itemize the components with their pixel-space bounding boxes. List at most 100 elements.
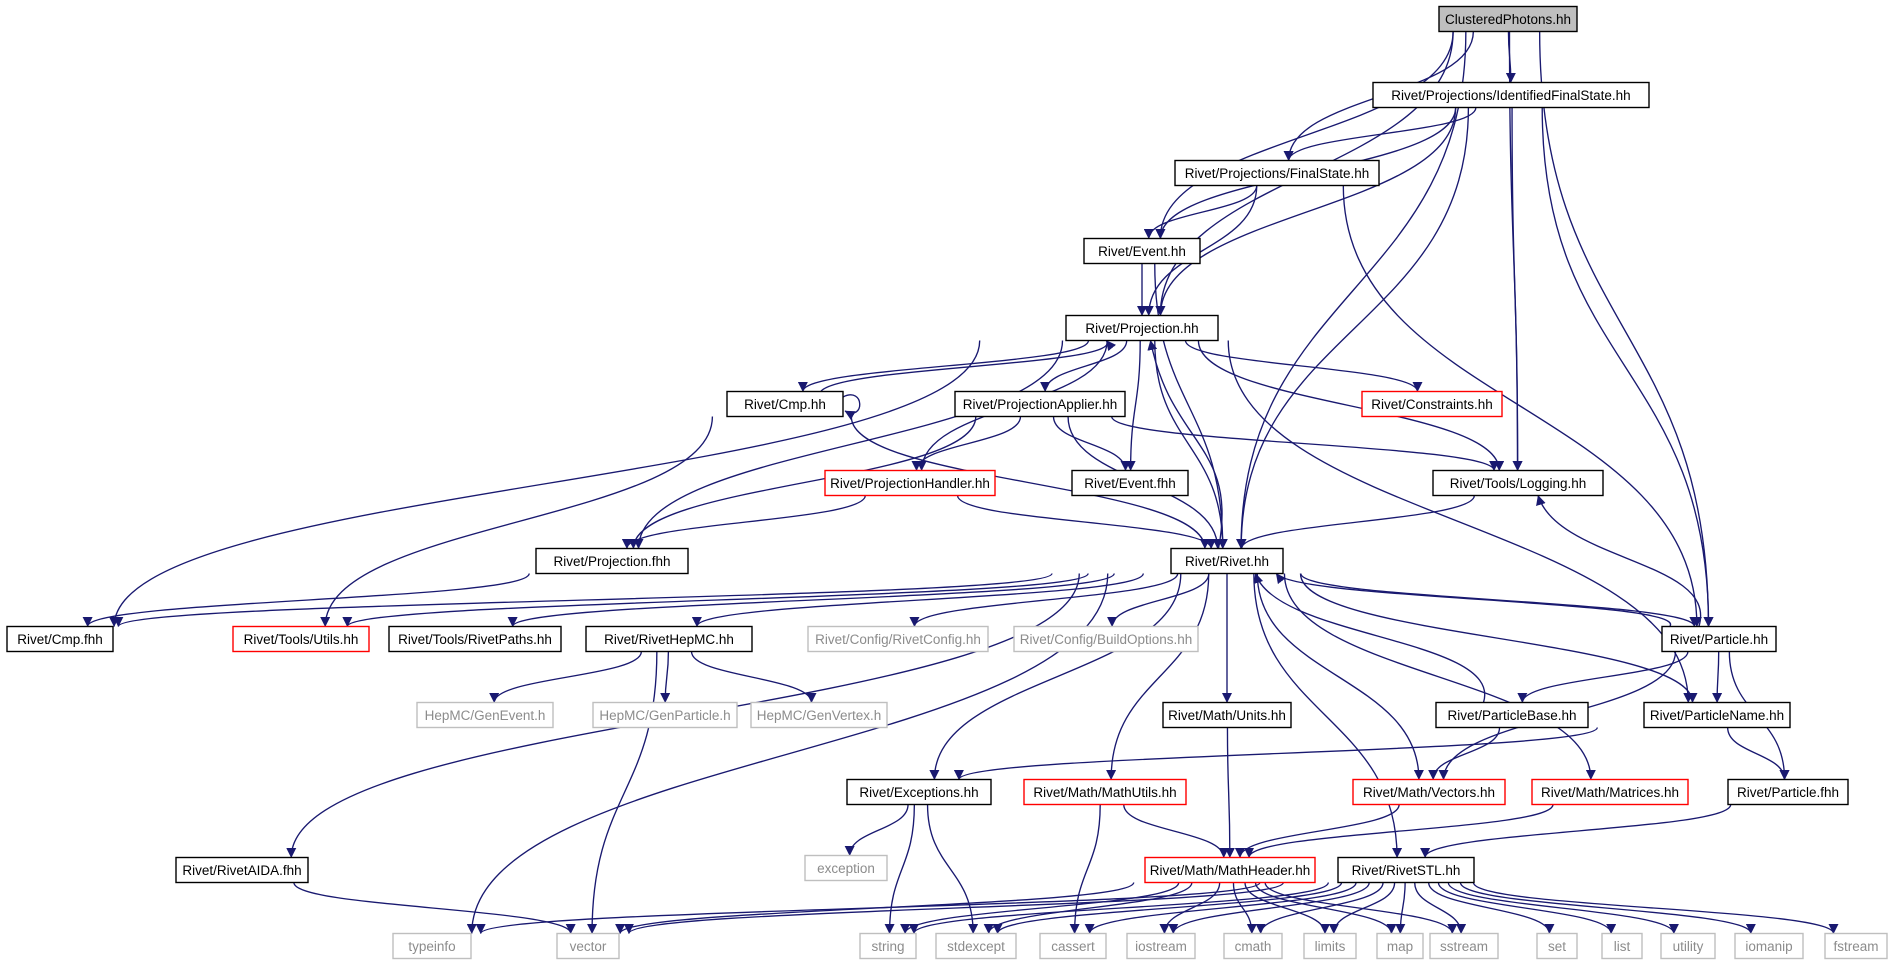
edge xyxy=(109,340,981,627)
node-mathutils[interactable]: Rivet/Math/MathUtils.hh xyxy=(1023,778,1187,806)
edge-rivet-to-exceptions xyxy=(929,573,1182,780)
edge-cmp-to-utils xyxy=(320,416,714,627)
edge-rivetstl-to-map xyxy=(1395,882,1406,934)
node-box xyxy=(1071,469,1189,497)
node-box xyxy=(1039,932,1107,960)
edge xyxy=(489,651,643,703)
edge-rivet-to-buildoptions xyxy=(1107,573,1210,627)
edge xyxy=(954,726,1598,781)
edge-mathutils-to-mathheader xyxy=(1123,804,1229,858)
node-label: Rivet/ProjectionHandler.hh xyxy=(830,476,990,491)
node-hepmc[interactable]: Rivet/RivetHepMC.hh xyxy=(585,625,753,653)
node-box xyxy=(1223,932,1283,960)
edge-mathheader-to-cmath xyxy=(1232,882,1257,934)
node-set: set xyxy=(1536,932,1578,960)
edge-event-to-rivet xyxy=(1154,263,1228,549)
node-box xyxy=(859,932,917,960)
node-constraints[interactable]: Rivet/Constraints.hh xyxy=(1361,390,1503,418)
node-cmpfhh[interactable]: Rivet/Cmp.fhh xyxy=(6,625,114,653)
node-vectors[interactable]: Rivet/Math/Vectors.hh xyxy=(1352,778,1506,806)
node-label: Rivet/Particle.fhh xyxy=(1737,785,1839,800)
node-event[interactable]: Rivet/Event.hh xyxy=(1083,237,1201,265)
edge xyxy=(1427,882,1555,934)
edge xyxy=(1155,31,1454,239)
node-exceptions[interactable]: Rivet/Exceptions.hh xyxy=(846,778,992,806)
node-idfs[interactable]: Rivet/Projections/IdentifiedFinalState.h… xyxy=(1372,81,1650,109)
node-finalstate[interactable]: Rivet/Projections/FinalState.hh xyxy=(1174,159,1380,187)
node-rivetpaths[interactable]: Rivet/Tools/RivetPaths.hh xyxy=(388,625,562,653)
edge-mathheader-to-iostream xyxy=(1159,882,1221,934)
node-mathheader[interactable]: Rivet/Math/MathHeader.hh xyxy=(1144,856,1316,884)
edge xyxy=(1224,727,1235,858)
node-box xyxy=(846,778,992,806)
node-box xyxy=(1170,547,1284,575)
node-rivet[interactable]: Rivet/Rivet.hh xyxy=(1170,547,1284,575)
node-projection[interactable]: Rivet/Projection.hh xyxy=(1065,314,1219,342)
edge-rivet-to-typeinfo xyxy=(466,573,1109,934)
node-logging[interactable]: Rivet/Tools/Logging.hh xyxy=(1432,469,1604,497)
edge xyxy=(1275,573,1671,627)
node-projfhh[interactable]: Rivet/Projection.fhh xyxy=(535,547,689,575)
edge-mathutils-to-cassert xyxy=(1069,804,1101,934)
edge xyxy=(1244,882,1330,934)
edge xyxy=(1541,107,1714,627)
edge xyxy=(956,495,1217,549)
node-clustered[interactable]: ClusteredPhotons.hh xyxy=(1438,5,1578,33)
edge xyxy=(909,882,1329,934)
edge xyxy=(342,572,1089,628)
edge xyxy=(842,394,861,420)
node-box xyxy=(1536,932,1578,960)
node-units[interactable]: Rivet/Math/Units.hh xyxy=(1162,701,1292,729)
edge-projapplier-to-projhandler xyxy=(911,416,1022,471)
node-box xyxy=(388,625,562,653)
node-matrices[interactable]: Rivet/Math/Matrices.hh xyxy=(1531,778,1689,806)
node-label: Rivet/Math/MathUtils.hh xyxy=(1033,785,1176,800)
node-box xyxy=(824,469,996,497)
node-label: set xyxy=(1548,939,1566,954)
node-sstream: sstream xyxy=(1429,932,1499,960)
node-aida[interactable]: Rivet/RivetAIDA.fhh xyxy=(175,856,309,884)
edge xyxy=(633,340,1064,549)
node-box xyxy=(592,701,738,729)
node-particle[interactable]: Rivet/Particle.hh xyxy=(1661,625,1777,653)
node-particlefhh[interactable]: Rivet/Particle.fhh xyxy=(1727,778,1849,806)
node-limits: limits xyxy=(1303,932,1357,960)
edge xyxy=(628,416,977,549)
edge xyxy=(1040,340,1128,392)
node-label: Rivet/Projection.hh xyxy=(1085,321,1198,336)
edge xyxy=(1459,882,1756,934)
edge-particlebase-to-rivet xyxy=(1253,573,1486,703)
edge xyxy=(466,573,1109,934)
node-box xyxy=(1643,701,1791,729)
node-projapplier[interactable]: Rivet/ProjectionApplier.hh xyxy=(954,390,1126,418)
edge-rivetstl-to-list xyxy=(1437,882,1617,934)
edge-rivetstl-to-string xyxy=(909,882,1329,934)
node-rivetstl[interactable]: Rivet/RivetSTL.hh xyxy=(1337,856,1475,884)
node-fstream: fstream xyxy=(1824,932,1888,960)
edges-layer xyxy=(82,31,1839,935)
node-particlename[interactable]: Rivet/ParticleName.hh xyxy=(1643,701,1791,729)
node-iostream: iostream xyxy=(1126,932,1196,960)
node-utils[interactable]: Rivet/Tools/Utils.hh xyxy=(232,625,370,653)
edge xyxy=(1084,882,1357,934)
edge xyxy=(1414,882,1467,934)
edge xyxy=(1111,416,1499,471)
edge xyxy=(1256,573,1424,780)
node-box xyxy=(807,625,989,653)
edge xyxy=(926,804,979,934)
node-list: list xyxy=(1601,932,1643,960)
nodes-layer: ClusteredPhotons.hhRivet/Projections/Ide… xyxy=(6,5,1888,960)
node-box xyxy=(416,701,554,729)
edge-aida-to-vector xyxy=(293,882,576,934)
node-box xyxy=(1429,932,1499,960)
node-eventfhh[interactable]: Rivet/Event.fhh xyxy=(1071,469,1189,497)
node-projhandler[interactable]: Rivet/ProjectionHandler.hh xyxy=(824,469,996,497)
edge-mathheader-to-limits xyxy=(1244,882,1330,934)
node-box xyxy=(1660,932,1716,960)
edge-rivetstl-to-typeinfo xyxy=(475,881,1261,935)
node-particlebase[interactable]: Rivet/ParticleBase.hh xyxy=(1435,701,1589,729)
node-label: Rivet/Math/MathHeader.hh xyxy=(1150,863,1311,878)
node-cmp[interactable]: Rivet/Cmp.hh xyxy=(726,390,844,418)
edge-projhandler-to-projfhh xyxy=(621,495,866,549)
node-cmath: cmath xyxy=(1223,932,1283,960)
